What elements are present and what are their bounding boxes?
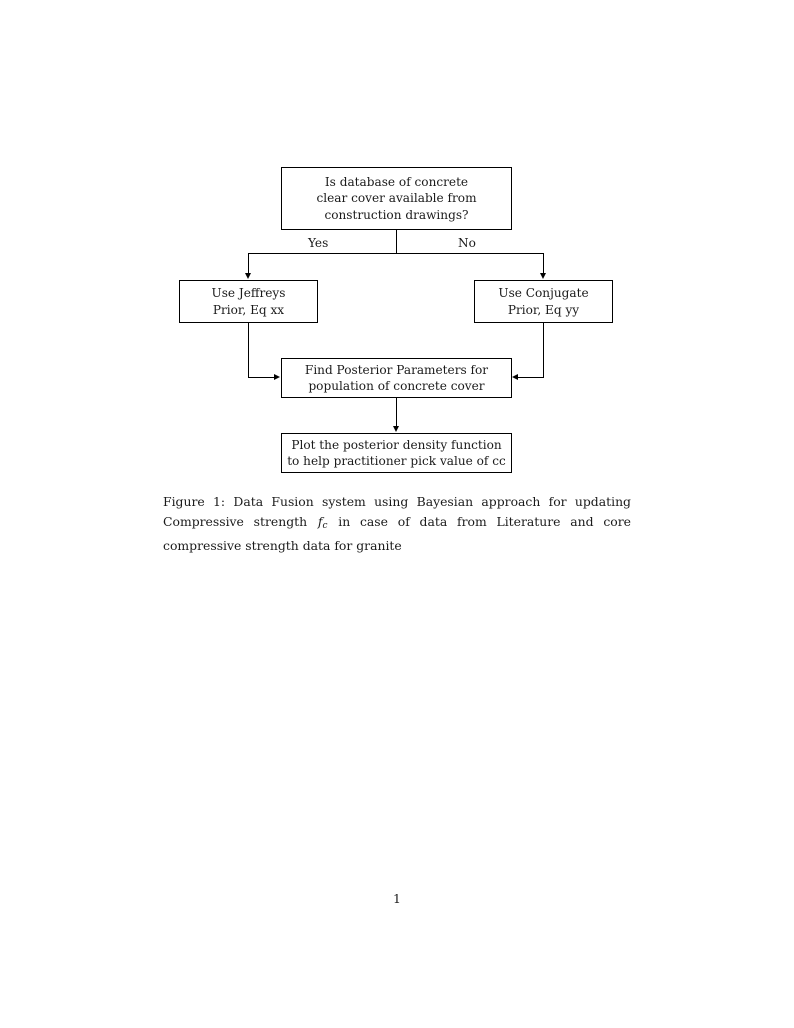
- edge-yes-drop: [248, 253, 249, 274]
- flow-node-jeffreys-line-2: Prior, Eq xx: [212, 302, 285, 317]
- edge-no-drop: [543, 253, 544, 274]
- caption-text-part-1: Data Fusion system using Bayesian approa…: [163, 494, 631, 530]
- flow-node-find-posterior: Find Posterior Parameters for population…: [281, 358, 512, 398]
- branch-label-yes: Yes: [308, 236, 329, 250]
- edge-posterior-to-plot: [396, 398, 397, 427]
- caption-label: Figure 1:: [163, 494, 226, 509]
- caption-math-symbol: fc: [317, 514, 329, 532]
- flow-node-conjugate-line-2: Prior, Eq yy: [507, 302, 580, 317]
- flow-node-plot-density: Plot the posterior density function to h…: [281, 433, 512, 473]
- flow-node-jeffreys-prior: Use Jeffreys Prior, Eq xx: [179, 280, 318, 323]
- flow-node-decision-line-1: Is database of concrete: [324, 174, 469, 189]
- flow-node-plot-line-1: Plot the posterior density function: [291, 437, 502, 452]
- arrowhead-posterior-plot: [393, 426, 399, 432]
- flow-node-posterior-line-1: Find Posterior Parameters for: [304, 362, 489, 377]
- arrowhead-yes: [245, 273, 251, 279]
- flow-node-plot-line-2: to help practitioner pick value of cc: [287, 454, 506, 468]
- edge-conjugate-down: [543, 323, 544, 377]
- caption-math-subscript: c: [322, 521, 328, 532]
- page-number: 1: [393, 891, 401, 906]
- flow-node-conjugate-line-1: Use Conjugate: [498, 286, 589, 301]
- flow-node-jeffreys-line-1: Use Jeffreys: [211, 286, 286, 301]
- caption-text-part-2: in case of data from Literature and core…: [163, 514, 631, 554]
- edge-jeffreys-down: [248, 323, 249, 377]
- branch-label-no: No: [458, 236, 476, 250]
- flow-node-conjugate-prior: Use Conjugate Prior, Eq yy: [474, 280, 613, 323]
- flow-node-decision-line-3: construction drawings?: [324, 207, 469, 222]
- arrowhead-jeffreys-posterior: [274, 374, 280, 380]
- figure-caption: Figure 1: Data Fusion system using Bayes…: [163, 492, 631, 557]
- edge-jeffreys-into-posterior: [248, 377, 275, 378]
- flow-node-decision-line-2: clear cover available from: [316, 191, 477, 206]
- edge-branch-bar: [248, 253, 544, 254]
- flow-node-decision: Is database of concrete clear cover avai…: [281, 167, 512, 230]
- edge-decision-stem: [396, 230, 397, 254]
- arrowhead-conjugate-posterior: [512, 374, 518, 380]
- caption-math-base: f: [317, 514, 323, 530]
- arrowhead-no: [540, 273, 546, 279]
- edge-conjugate-into-posterior: [518, 377, 544, 378]
- flow-node-posterior-line-2: population of concrete cover: [308, 379, 485, 393]
